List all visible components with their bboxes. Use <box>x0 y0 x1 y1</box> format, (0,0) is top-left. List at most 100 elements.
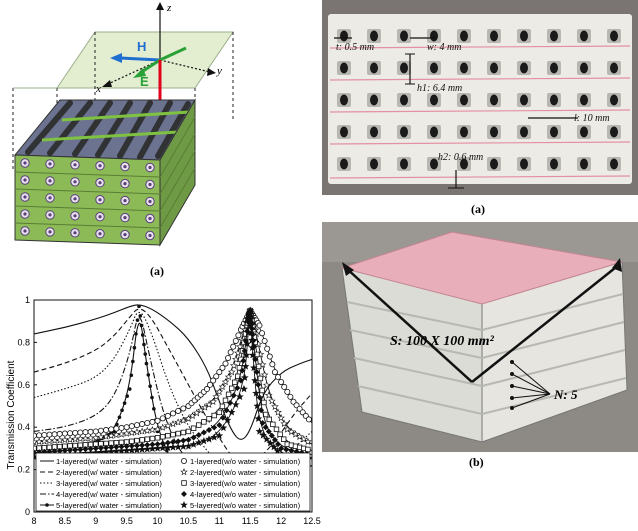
data-point-marker <box>206 416 212 422</box>
data-point-marker <box>164 412 171 419</box>
data-point-marker <box>175 430 181 437</box>
hole <box>580 62 588 74</box>
hole <box>400 62 408 74</box>
data-point-marker <box>146 373 151 377</box>
data-point-marker <box>260 370 269 379</box>
data-point-marker <box>72 429 79 436</box>
hole <box>340 126 348 138</box>
hole <box>430 126 438 138</box>
legend-entry: 3-layered(w/ water - simulation) <box>56 479 162 488</box>
data-point-marker <box>142 342 146 347</box>
data-point-marker <box>128 442 135 449</box>
x-tick-label: 11.5 <box>242 516 259 526</box>
data-point-marker <box>92 428 99 435</box>
data-point-marker <box>262 424 269 431</box>
data-point-marker <box>209 397 217 405</box>
data-point-marker <box>246 314 255 322</box>
photo-bottom-caption: (b) <box>469 455 484 469</box>
data-point-marker <box>51 448 58 455</box>
data-point-marker <box>280 419 288 427</box>
data-point-marker <box>219 423 228 432</box>
data-point-marker <box>169 410 176 417</box>
data-point-marker <box>185 436 192 443</box>
data-point-marker <box>154 441 161 448</box>
data-point-marker <box>36 432 43 439</box>
data-point-marker <box>56 447 63 454</box>
data-point-marker <box>170 439 176 446</box>
data-point-marker <box>61 430 68 437</box>
data-point-marker <box>219 364 226 371</box>
data-point-marker <box>229 361 238 369</box>
data-point-marker <box>255 427 264 435</box>
data-point-marker <box>264 391 273 399</box>
data-point-marker <box>262 435 271 443</box>
hole <box>370 62 378 74</box>
hole <box>340 158 348 170</box>
data-point-marker <box>213 373 220 380</box>
y-tick-label: 0.6 <box>17 380 30 390</box>
data-point-marker <box>234 384 241 391</box>
data-point-marker <box>240 385 248 393</box>
data-point-marker <box>288 447 295 454</box>
data-point-marker <box>51 431 58 438</box>
x-tick-label: 12 <box>276 516 286 526</box>
schematic-figure: z y x H E <box>12 2 234 278</box>
sample-photo: S: 100 X 100 mm² N: 5 (b) <box>322 222 638 469</box>
w-dimension-label: w: 4 mm <box>427 42 461 53</box>
series-line <box>34 311 312 476</box>
data-point-marker <box>154 417 161 424</box>
data-point-marker <box>249 325 256 332</box>
data-point-marker <box>179 416 188 424</box>
data-point-marker <box>235 332 242 339</box>
x-tick-label: 8 <box>31 516 36 526</box>
data-point-marker <box>180 457 187 464</box>
data-point-marker <box>271 436 278 443</box>
x-tick-label: 10 <box>153 516 163 526</box>
hole <box>490 158 498 170</box>
legend-entry: 5-layered(w/o water - simulation) <box>190 501 301 510</box>
data-point-marker <box>299 435 308 443</box>
data-point-marker <box>268 397 276 405</box>
hole <box>460 30 468 42</box>
y-tick-label: 0.4 <box>17 422 30 432</box>
data-point-marker <box>164 421 172 430</box>
hole <box>610 158 618 170</box>
data-point-marker <box>210 433 218 441</box>
area-label: S: 100 X 100 mm² <box>390 334 495 349</box>
data-point-marker <box>293 448 300 455</box>
side-dimension-line <box>471 263 621 383</box>
hole <box>460 126 468 138</box>
data-point-marker <box>203 386 210 393</box>
axis-x-label: x <box>95 83 101 95</box>
data-point-marker <box>227 349 234 356</box>
data-point-marker <box>196 422 202 428</box>
hole <box>490 30 498 42</box>
data-point-marker <box>225 354 232 361</box>
field-h-label: H <box>137 39 146 54</box>
data-point-marker <box>305 446 311 453</box>
data-point-marker <box>34 449 37 456</box>
hole <box>430 94 438 106</box>
data-point-marker <box>139 437 145 443</box>
data-point-marker <box>283 425 292 433</box>
board-top-surface <box>340 231 623 305</box>
data-point-marker <box>138 427 146 435</box>
data-point-marker <box>82 446 89 453</box>
data-point-marker <box>239 367 246 374</box>
board-cross-section <box>328 14 632 184</box>
x-tick-label: 12.5 <box>303 516 321 526</box>
data-point-marker <box>250 363 258 372</box>
data-point-marker <box>270 421 276 428</box>
data-point-marker <box>153 425 162 433</box>
hole <box>460 158 468 170</box>
hole <box>610 62 618 74</box>
data-point-marker <box>149 418 156 425</box>
data-point-marker <box>253 369 260 376</box>
field-e-label: E <box>140 74 149 89</box>
data-point-marker <box>218 382 227 391</box>
data-point-marker <box>103 427 110 434</box>
hole-grid <box>337 29 621 171</box>
hole <box>460 94 468 106</box>
data-point-marker <box>82 429 89 436</box>
